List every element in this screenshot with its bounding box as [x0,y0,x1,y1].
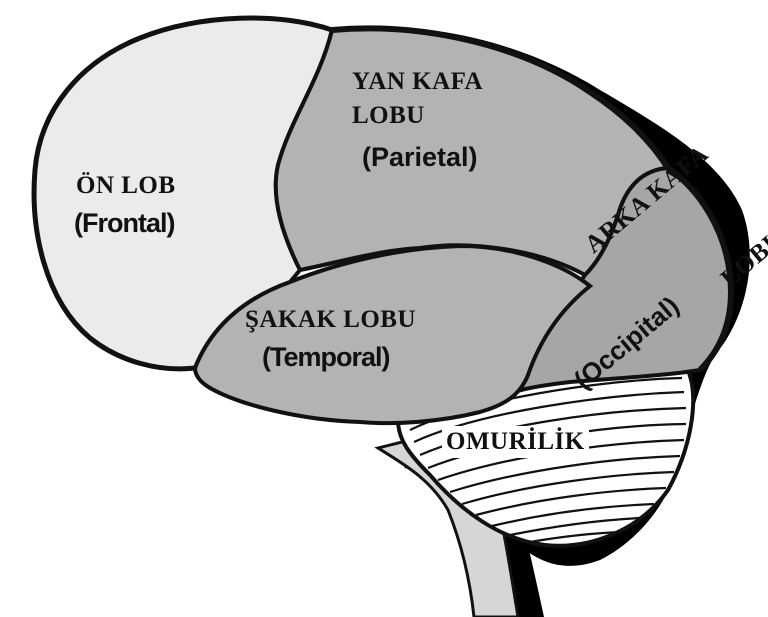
temporal-lobe-latin-label: (Temporal) [262,342,390,373]
frontal-lobe-latin-label: (Frontal) [74,208,174,239]
frontal-lobe-label: ÖN LOB [76,172,176,200]
spinal-cord-label: OMURİLİK [442,426,589,458]
parietal-lobe-label-line1: YAN KAFA [352,68,483,96]
temporal-lobe-label: ŞAKAK LOBU [245,306,416,334]
parietal-lobe-latin-label: (Parietal) [362,142,478,173]
parietal-lobe-label-line2: LOBU [352,102,425,130]
